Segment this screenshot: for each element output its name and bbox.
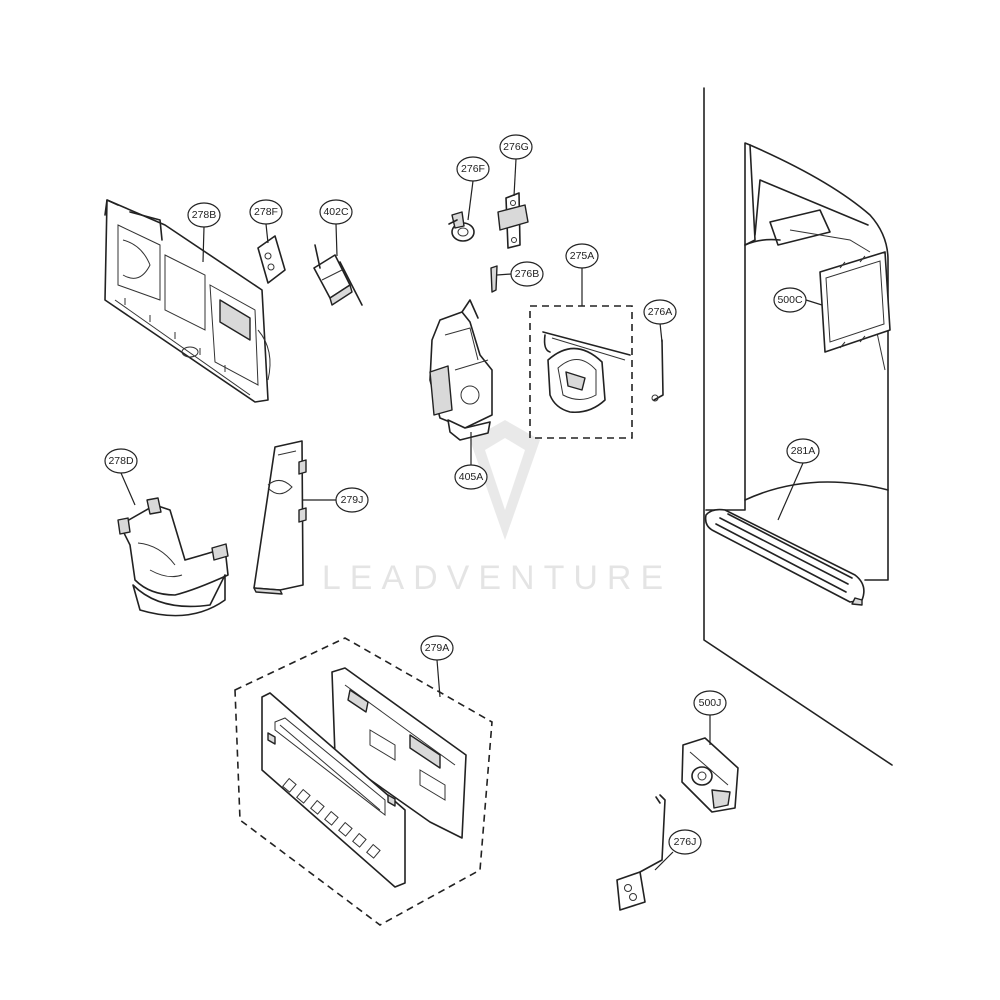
callout-402C-label: 402C — [323, 206, 349, 218]
dispenser-housing — [705, 142, 889, 581]
callout-405A-label: 405A — [459, 471, 484, 483]
callout-276B-label: 276B — [515, 268, 540, 280]
part-402C — [313, 244, 363, 306]
part-276B — [490, 265, 498, 293]
watermark-text: LEADVENTURE — [322, 559, 672, 597]
panel-buttons — [282, 777, 381, 859]
callout-405A: 405A — [454, 464, 488, 490]
callout-278F-label: 278F — [254, 206, 278, 218]
callout-276A: 276A — [643, 299, 677, 325]
callout-276F: 276F — [456, 156, 490, 182]
callout-276J: 276J — [668, 829, 702, 855]
part-276J — [616, 794, 666, 911]
watermark-logo-icon — [470, 420, 540, 540]
callout-279J: 279J — [335, 487, 369, 513]
watermark: LEADVENTURE — [322, 420, 672, 597]
callout-276J-label: 276J — [674, 836, 697, 848]
callout-276F-label: 276F — [461, 163, 485, 175]
callout-279A: 279A — [420, 635, 454, 661]
callout-278D-label: 278D — [108, 455, 134, 467]
callout-275A-label: 275A — [570, 250, 595, 262]
part-276A — [651, 339, 664, 402]
leader-lines — [120, 158, 823, 871]
callout-279A-label: 279A — [425, 642, 450, 654]
callout-500J: 500J — [693, 690, 727, 716]
part-405A — [429, 299, 493, 441]
part-279A — [234, 637, 493, 926]
callout-278B-label: 278B — [192, 209, 217, 221]
part-278D — [117, 497, 229, 617]
callout-500C-label: 500C — [777, 294, 803, 306]
part-279J — [253, 440, 307, 595]
callout-278F: 278F — [249, 199, 283, 225]
part-276G — [497, 192, 529, 249]
callout-276A-label: 276A — [648, 306, 673, 318]
part-278F — [257, 235, 286, 284]
callout-281A-label: 281A — [791, 445, 816, 457]
part-276F — [448, 211, 475, 242]
door-outline — [703, 87, 893, 766]
callout-278D: 278D — [104, 448, 138, 474]
callout-276G-label: 276G — [503, 141, 529, 153]
part-278B — [104, 199, 271, 403]
part-275A-box — [529, 305, 633, 439]
part-500C — [819, 251, 891, 353]
callout-500J-label: 500J — [699, 697, 722, 709]
callout-402C: 402C — [319, 199, 353, 225]
callout-275A: 275A — [565, 243, 599, 269]
callout-500C: 500C — [773, 287, 807, 313]
part-281A-drip-tray — [704, 508, 865, 606]
callout-276B: 276B — [510, 261, 544, 287]
callout-279J-label: 279J — [341, 494, 364, 506]
callout-276G: 276G — [499, 134, 533, 160]
callout-281A: 281A — [786, 438, 820, 464]
part-500J — [681, 737, 739, 813]
part-279A-boundary — [234, 637, 493, 926]
part-275A — [529, 305, 633, 439]
callout-278B: 278B — [187, 202, 221, 228]
